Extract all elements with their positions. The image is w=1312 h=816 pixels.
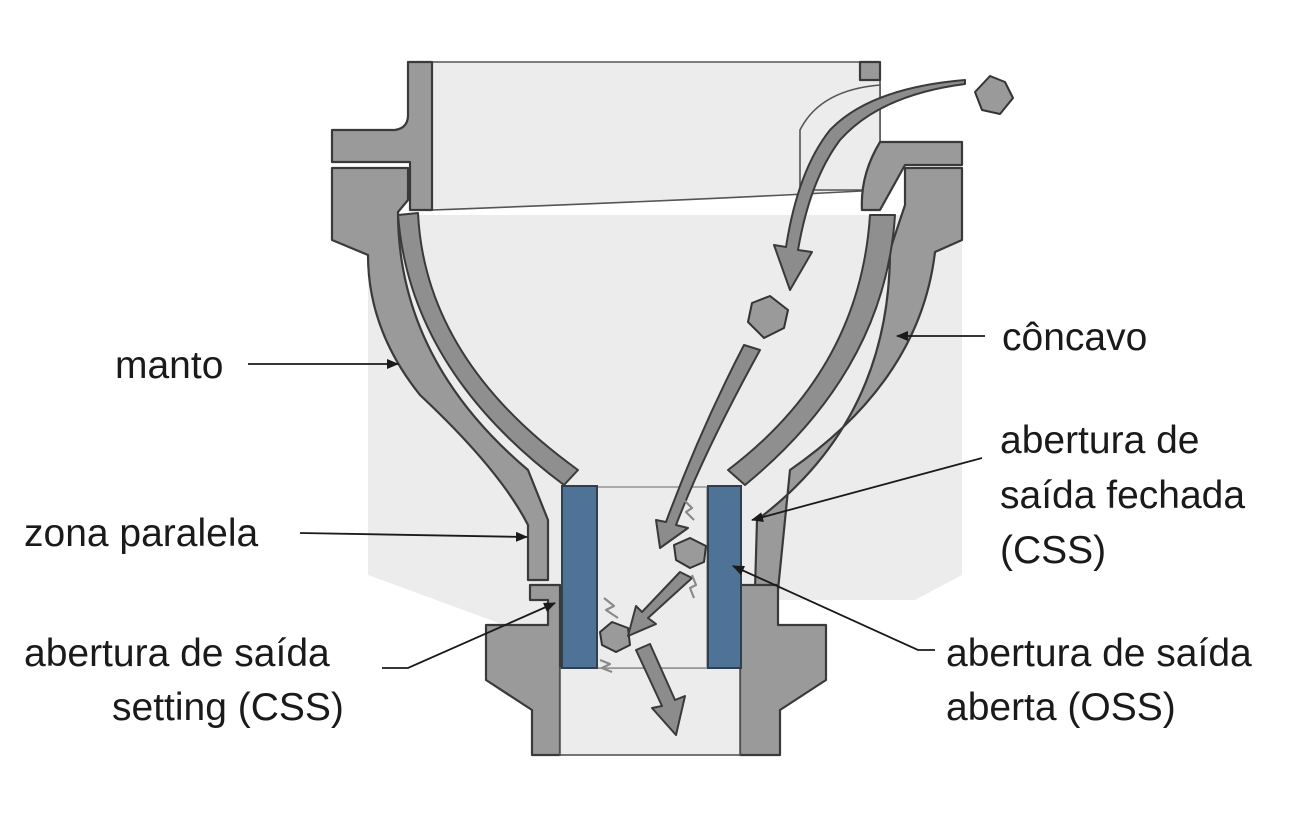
left-liner bbox=[397, 212, 579, 486]
label-css-fechada-line2: saída fechada bbox=[1000, 474, 1245, 517]
right-upper-flange bbox=[860, 140, 964, 212]
rock-crushing bbox=[673, 537, 707, 569]
leader-css-fechada bbox=[751, 457, 983, 522]
closed-side-highlight-right bbox=[707, 485, 742, 669]
impact-spark-2 bbox=[688, 574, 698, 599]
descent-flow-arrow bbox=[655, 344, 761, 549]
label-zona-paralela: zona paralela bbox=[24, 512, 258, 555]
label-css-setting-line2: setting (CSS) bbox=[112, 686, 344, 729]
right-liner bbox=[727, 214, 896, 486]
left-outer-shell bbox=[330, 166, 550, 582]
label-oss-aberta-line2: aberta (OSS) bbox=[946, 686, 1176, 729]
impact-spark-3 bbox=[603, 597, 619, 619]
closed-side-highlight-left bbox=[561, 485, 598, 669]
leader-oss-aberta bbox=[732, 565, 935, 651]
label-manto: manto bbox=[115, 344, 223, 387]
leader-css-setting bbox=[382, 602, 556, 669]
impact-spark-1 bbox=[683, 499, 695, 521]
left-top-flange bbox=[330, 60, 434, 212]
right-top-flange bbox=[858, 60, 882, 82]
leader-zona-paralela bbox=[299, 531, 528, 542]
crush-flow-arrow bbox=[627, 571, 693, 637]
feed-flow-arrow bbox=[773, 79, 966, 291]
exit-flow-arrow bbox=[635, 643, 686, 736]
label-css-setting-line1: abertura de saída bbox=[24, 632, 330, 675]
right-bottom-flange bbox=[738, 583, 828, 757]
label-oss-aberta-line1: abertura de saída bbox=[946, 632, 1252, 675]
label-css-fechada-line1: abertura de bbox=[1000, 419, 1199, 462]
rock-feed bbox=[974, 75, 1014, 115]
rock-crushed bbox=[599, 621, 631, 653]
label-css-fechada-line3: (CSS) bbox=[1000, 529, 1106, 572]
impact-spark-4 bbox=[599, 658, 613, 674]
label-concavo: côncavo bbox=[1002, 316, 1147, 359]
rock-falling bbox=[747, 295, 789, 339]
